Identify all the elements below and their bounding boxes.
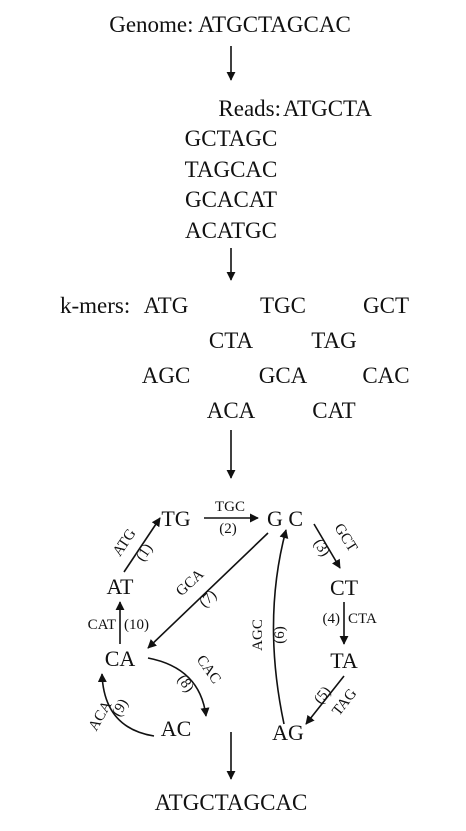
read-item: ATGCTA [283,96,372,121]
edge-gca [147,532,269,649]
edge-order: (10) [124,617,149,633]
kmer-item: GCT [363,293,409,318]
edge-order: (7) [196,587,220,611]
read-item: GCTAGC [185,126,278,151]
edge-aca [97,673,155,737]
genome-line: Genome: ATGCTAGCAC [109,12,351,37]
read-item: GCACAT [185,187,277,212]
kmer-item: ACA [207,398,256,423]
edge-gct [313,523,341,569]
genome-label: Genome: [109,12,193,37]
edge-tag [305,675,345,725]
kmer-item: CAC [362,363,409,388]
node-at: AT [107,574,134,599]
edge-order: (1) [133,541,156,564]
kmer-item: TGC [260,293,306,318]
kmer-item: GCA [259,363,308,388]
read-item: ACATGC [185,218,277,243]
node-tg: TG [161,506,190,531]
edge-atg [123,517,161,573]
kmer-item: TAG [311,328,356,353]
kmer-item: ATG [144,293,189,318]
edge-label: TAG [329,686,360,719]
node-ct: CT [330,575,359,600]
edge-order: (9) [109,696,132,719]
edge-label: ACA [86,698,116,734]
reads-label: Reads: [218,96,281,121]
edge-label: CAC [193,652,224,686]
node-gc: G C [267,506,303,531]
node-ta: TA [330,648,358,673]
edge-label: CTA [348,611,377,627]
kmers-label: k-mers: [60,293,130,318]
kmer-item: AGC [142,363,191,388]
kmer-item: CTA [209,328,254,353]
genome-sequence: ATGCTAGCAC [198,12,351,37]
edge-order: (6) [272,626,288,644]
edge-label: GCT [331,521,360,555]
node-ag: AG [272,720,304,745]
edge-order: (2) [219,521,237,537]
read-item: TAGCAC [185,157,278,182]
edge-order: (4) [323,611,341,627]
edge-agc [272,529,289,725]
edge-order: (8) [174,672,197,696]
assembled-sequence: ATGCTAGCAC [155,790,308,815]
edge-order: (5) [311,684,334,708]
node-ca: CA [105,646,136,671]
edge-order: (3) [310,536,333,559]
edge-cac [147,657,210,717]
node-ac: AC [161,716,192,741]
edge-label: TGC [215,499,245,515]
edge-label: AGC [250,619,266,651]
edge-label: CAT [88,617,116,633]
kmer-item: CAT [312,398,355,423]
